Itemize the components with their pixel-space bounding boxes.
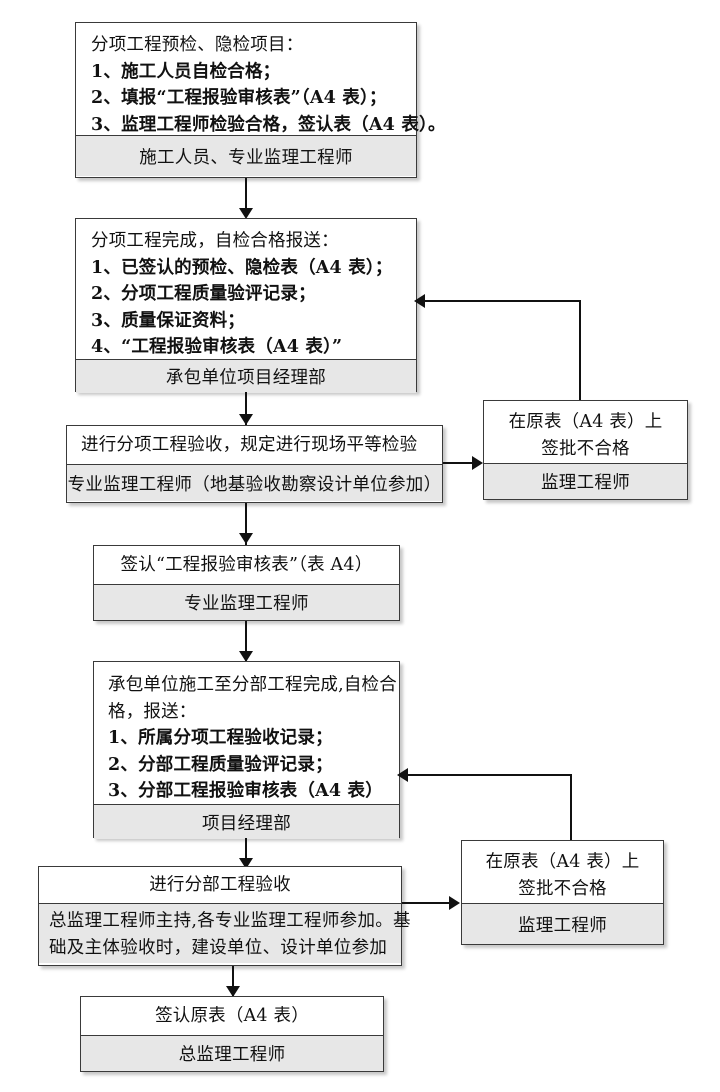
connector-r2-left	[408, 774, 572, 777]
node-line: 在原表（A4 表）上	[508, 412, 663, 432]
arrowhead-down	[226, 986, 240, 997]
arrowhead-down	[239, 858, 253, 869]
node-line: 格，报送：	[108, 701, 197, 722]
connector-n3-r1	[443, 462, 475, 465]
node-division-acceptance[interactable]: 进行分部工程验收 总监理工程师主持,各专业监理工程师参加。基 础及主体验收时，建…	[38, 866, 411, 966]
node-line: 1、施工人员自检合格；	[91, 61, 281, 82]
node-role-bar: 总监理工程师	[81, 1035, 383, 1071]
node-subitem-acceptance[interactable]: 进行分项工程验收，规定进行现场平等检验 专业监理工程师（地基验收勘察设计单位参加…	[66, 425, 443, 503]
node-line: 3、分部工程报验审核表（A4 表）	[108, 781, 383, 802]
node-line: 4、“工程报验审核表（A4 表）”	[91, 337, 343, 358]
node-division-complete-submit[interactable]: 承包单位施工至分部工程完成,自检合 格，报送： 1、所属分项工程验收记录； 2、…	[93, 661, 400, 839]
node-line: 2、分项工程质量验评记录；	[91, 284, 316, 305]
node-role-label: 总监理工程师主持,各专业监理工程师参加。基	[49, 911, 411, 931]
arrowhead-left	[414, 294, 425, 308]
node-line: 承包单位施工至分部工程完成,自检合	[108, 675, 397, 695]
arrowhead-down	[239, 651, 253, 662]
node-line: 进行分项工程验收，规定进行现场平等检验	[81, 434, 418, 455]
node-role-label: 专业监理工程师	[184, 594, 309, 614]
node-role-label: 项目经理部	[202, 813, 291, 834]
node-body: 签认原表（A4 表）	[81, 997, 383, 1035]
node-role-label: 总监理工程师	[178, 1045, 286, 1065]
arrowhead-down	[239, 414, 253, 425]
node-line: 3、质量保证资料；	[91, 310, 245, 331]
node-role-label: 监理工程师	[541, 473, 630, 493]
node-line: 分项工程预检、隐检项目：	[91, 35, 304, 55]
node-role-label: 施工人员、专业监理工程师	[139, 147, 353, 168]
node-line: 在原表（A4 表）上	[485, 852, 640, 872]
connector-r2-up	[570, 774, 573, 840]
node-role-bar: 专业监理工程师（地基验收勘察设计单位参加）	[67, 464, 442, 501]
node-body: 进行分项工程验收，规定进行现场平等检验	[67, 426, 442, 464]
node-body: 分项工程完成，自检合格报送： 1、已签认的预检、隐检表（A4 表）； 2、分项工…	[76, 219, 416, 359]
node-role-label: 监理工程师	[518, 915, 607, 936]
node-reject-stamp-lower[interactable]: 在原表（A4 表）上 签批不合格 监理工程师	[461, 840, 664, 945]
node-subitem-precheck[interactable]: 分项工程预检、隐检项目： 1、施工人员自检合格； 2、填报“工程报验审核表”（A…	[75, 22, 445, 178]
node-line: 2、填报“工程报验审核表”（A4 表）；	[91, 88, 387, 109]
node-role-bar: 承包单位项目经理部	[76, 359, 416, 393]
node-line: 签批不合格	[541, 438, 630, 459]
node-role-bar: 专业监理工程师	[94, 584, 399, 620]
node-line: 分项工程完成，自检合格报送：	[91, 231, 339, 251]
node-role-bar: 监理工程师	[484, 463, 687, 499]
node-line: 签批不合格	[518, 878, 607, 899]
node-line: 签认“工程报验审核表”（表 A4）	[120, 554, 373, 575]
node-role-bar: 施工人员、专业监理工程师	[76, 135, 416, 176]
arrowhead-down	[239, 208, 253, 219]
node-role-bar: 项目经理部	[94, 804, 399, 839]
node-role-bar: 监理工程师	[462, 903, 663, 944]
arrowhead-down	[239, 533, 253, 544]
node-role-label: 承包单位项目经理部	[165, 368, 327, 388]
node-body: 签认“工程报验审核表”（表 A4）	[94, 546, 399, 584]
connector-n2-n3	[245, 392, 248, 426]
node-body: 分项工程预检、隐检项目： 1、施工人员自检合格； 2、填报“工程报验审核表”（A…	[76, 23, 445, 135]
connector-n5-n6	[245, 838, 248, 872]
node-body: 在原表（A4 表）上 签批不合格	[484, 401, 687, 463]
node-sign-report-form[interactable]: 签认“工程报验审核表”（表 A4） 专业监理工程师	[93, 545, 400, 621]
node-line: 3、监理工程师检验合格，签认表（A4 表）。	[91, 114, 446, 135]
node-body: 承包单位施工至分部工程完成,自检合 格，报送： 1、所属分项工程验收记录； 2、…	[94, 662, 399, 804]
node-line: 1、已签认的预检、隐检表（A4 表）；	[91, 257, 393, 278]
node-body: 进行分部工程验收	[39, 867, 401, 903]
arrowhead-right	[449, 896, 460, 910]
connector-n6-n7	[232, 966, 235, 998]
node-role-label: 础及主体验收时，建设单位、设计单位参加	[49, 937, 388, 958]
node-sign-original-form[interactable]: 签认原表（A4 表） 总监理工程师	[80, 996, 384, 1072]
node-reject-stamp-upper[interactable]: 在原表（A4 表）上 签批不合格 监理工程师	[483, 400, 688, 500]
connector-r1-left	[425, 300, 581, 303]
connector-r1-up	[579, 300, 582, 400]
node-line: 1、所属分项工程验收记录；	[108, 728, 333, 749]
connector-n6-r2	[402, 902, 450, 905]
connector-n3-n4	[245, 503, 248, 545]
node-line: 2、分部工程质量验评记录；	[108, 754, 333, 775]
node-body: 在原表（A4 表）上 签批不合格	[462, 841, 663, 903]
node-line: 签认原表（A4 表）	[155, 1005, 309, 1026]
connector-n1-n2	[245, 178, 248, 214]
node-role-bar: 总监理工程师主持,各专业监理工程师参加。基 础及主体验收时，建设单位、设计单位参…	[39, 903, 411, 963]
node-line: 进行分部工程验收	[149, 874, 291, 895]
arrowhead-right	[472, 456, 483, 470]
arrowhead-left	[397, 768, 408, 782]
connector-n4-n5	[245, 621, 248, 663]
node-role-label: 专业监理工程师（地基验收勘察设计单位参加）	[67, 474, 442, 495]
node-subitem-complete-submit[interactable]: 分项工程完成，自检合格报送： 1、已签认的预检、隐检表（A4 表）； 2、分项工…	[75, 218, 417, 393]
